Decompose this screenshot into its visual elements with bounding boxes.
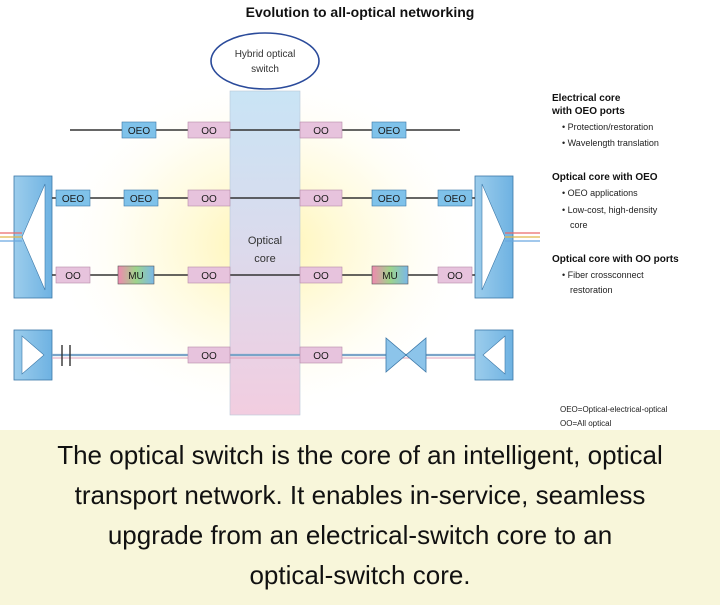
row2-oo-port-left xyxy=(187,189,231,207)
network-diagram: Evolution to all-optical networking Opti… xyxy=(0,4,679,428)
row3-mux-label-left: MU xyxy=(128,271,144,282)
caption-line-3: upgrade from an electrical-switch core t… xyxy=(107,520,613,550)
row1-oeo-port-left xyxy=(121,121,157,139)
row2-oeo-label-left: OEO xyxy=(130,194,152,205)
legend-bullet-1a: • Protection/restoration xyxy=(562,122,653,132)
row4-oo-port-left xyxy=(187,346,231,364)
row2-oeo-port-left xyxy=(123,189,159,207)
legend: Electrical core with OEO ports • Protect… xyxy=(551,93,679,428)
caption-line-4: optical-switch core. xyxy=(249,560,471,590)
optical-core-label-line2: core xyxy=(254,253,275,265)
legend-bullet-2a: • OEO applications xyxy=(562,188,638,198)
legend-bullet-2b-line2: core xyxy=(570,220,588,230)
hybrid-switch-label-line1: Hybrid optical xyxy=(235,49,296,60)
row2-oo-label-left: OO xyxy=(201,194,217,205)
row3-oo-port-left xyxy=(187,266,231,284)
row3-mux-right xyxy=(371,265,409,285)
row3-mux-label-right: MU xyxy=(382,271,398,282)
optical-core xyxy=(229,90,301,416)
right-terminal-a-mux-triangle xyxy=(481,183,506,291)
caption-line-2: transport network. It enables in-service… xyxy=(74,480,646,510)
row2-oeo-label-right: OEO xyxy=(378,194,400,205)
left-terminal-b-mux-triangle xyxy=(21,335,45,375)
row1-oeo-label-left: OEO xyxy=(128,126,150,137)
legend-heading-1-line1: Electrical core xyxy=(552,93,621,104)
row4-amplifier-left xyxy=(385,337,407,373)
row1-oo-label-right: OO xyxy=(313,126,329,137)
legend-bullet-3a-line1: • Fiber crossconnect xyxy=(562,270,644,280)
legend-footnote-line1: OEO=Optical-electrical-optical xyxy=(560,405,668,414)
legend-bullet-1b: • Wavelength translation xyxy=(562,138,659,148)
row2-oeo-port-right xyxy=(371,189,407,207)
row3-oo-port-terminal-right xyxy=(437,266,473,284)
row2-oeo-label-terminal-left: OEO xyxy=(62,194,84,205)
hybrid-switch-bubble xyxy=(210,32,320,90)
row1-oeo-port-right xyxy=(371,121,407,139)
row2-oo-label-right: OO xyxy=(313,194,329,205)
legend-heading-3: Optical core with OO ports xyxy=(552,254,679,265)
left-terminal-a-mux-triangle xyxy=(21,183,46,291)
row2-oeo-port-terminal-left xyxy=(55,189,91,207)
row4-oo-label-left: OO xyxy=(201,351,217,362)
optical-core-label-line1: Optical xyxy=(248,235,282,247)
row3-oo-port-terminal-left xyxy=(55,266,91,284)
row3-oo-label-terminal-right: OO xyxy=(447,271,463,282)
legend-bullet-3a-line2: restoration xyxy=(570,285,613,295)
row1-oo-label-left: OO xyxy=(201,126,217,137)
row4-amplifier-right xyxy=(405,337,427,373)
row3-oo-label-right: OO xyxy=(313,271,329,282)
legend-heading-1-line2: with OEO ports xyxy=(551,106,625,117)
row3-oo-label-left: OO xyxy=(201,271,217,282)
right-terminal-b-mux-triangle xyxy=(482,335,506,375)
diagram-title: Evolution to all-optical networking xyxy=(246,4,475,20)
row2-oo-port-right xyxy=(299,189,343,207)
legend-footnote-line2: OO=All optical xyxy=(560,419,612,428)
caption-line-1: The optical switch is the core of an int… xyxy=(57,440,663,470)
row1-oo-port-right xyxy=(299,121,343,139)
row1-oeo-label-right: OEO xyxy=(378,126,400,137)
row3-oo-port-right xyxy=(299,266,343,284)
hybrid-switch-label-line2: switch xyxy=(251,64,279,75)
row1-oo-port-left xyxy=(187,121,231,139)
row4-oo-label-right: OO xyxy=(313,351,329,362)
row4-oo-port-right xyxy=(299,346,343,364)
row3-oo-label-terminal-left: OO xyxy=(65,271,81,282)
legend-bullet-2b-line1: • Low-cost, high-density xyxy=(562,205,658,215)
row2-oeo-label-terminal-right: OEO xyxy=(444,194,466,205)
caption-box: The optical switch is the core of an int… xyxy=(0,430,720,605)
row3-mux-left xyxy=(117,265,155,285)
legend-heading-2: Optical core with OEO xyxy=(552,172,658,183)
row2-oeo-port-terminal-right xyxy=(437,189,473,207)
